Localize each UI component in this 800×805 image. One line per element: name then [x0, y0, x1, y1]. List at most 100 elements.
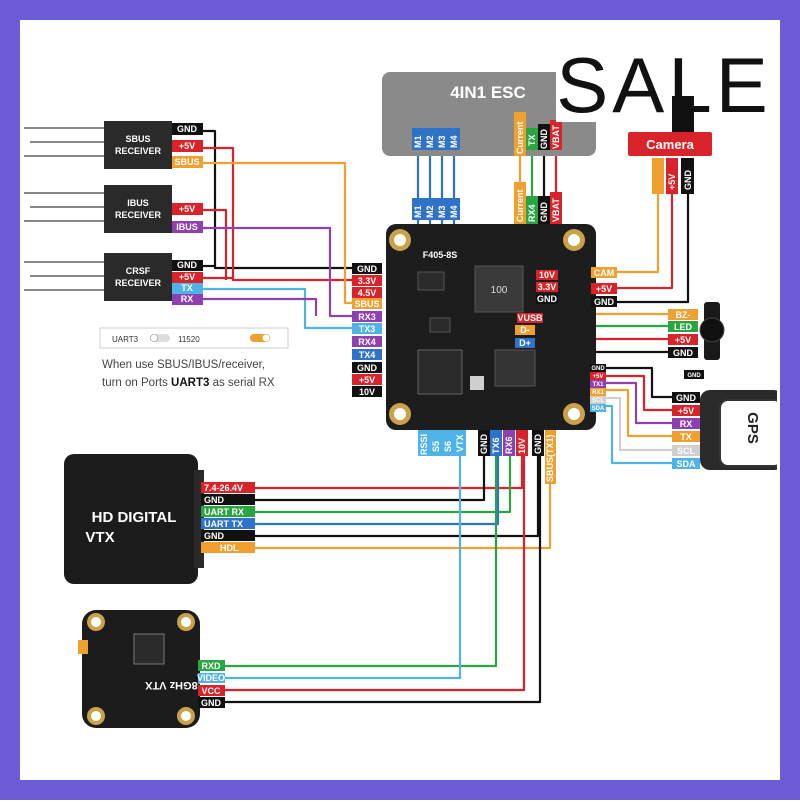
fc-left-4v5-tag — [352, 287, 382, 298]
camera-title: Camera — [646, 137, 694, 152]
fc-left-tx3: TX3 — [359, 324, 376, 334]
fc-dplus-tag — [515, 338, 535, 348]
buzzer-pin-gnd: GND — [673, 348, 694, 358]
uart-note-line2-bold: UART3 — [171, 377, 209, 389]
esc-bot-m3: M3 — [437, 205, 447, 218]
sbus-pin-gnd-tag — [172, 123, 203, 135]
wire-hd-hdl — [255, 455, 552, 550]
fc-left-gnd-tag — [352, 263, 382, 274]
fc-small-tx1: TX1 — [592, 382, 604, 388]
esc-top-m3-tag — [436, 128, 448, 150]
camera-module: Camera +5V GND — [628, 96, 712, 194]
camera-pin-gnd: GND — [683, 170, 693, 191]
esc-bot-m3-tag — [436, 198, 448, 220]
vtx58-antenna-pad — [78, 640, 88, 654]
wire-58-gnd — [225, 455, 542, 704]
fc-right-gnd: GND — [594, 297, 615, 307]
fc-inductor-label: 100 — [491, 285, 508, 296]
fc-left-10v-tag — [352, 386, 382, 397]
wire-gps-scl — [606, 396, 672, 452]
camera-lens — [672, 96, 694, 132]
uart-note-box — [99, 327, 289, 349]
esc-bot-current: Current — [515, 189, 525, 222]
crsf-pin-gnd-tag — [172, 260, 203, 271]
fc-left-tx4-tag — [352, 349, 382, 360]
fc-right-cam: CAM — [594, 268, 615, 278]
crsf-pin-rx-tag — [172, 294, 203, 305]
buzzer-pin-bz-tag — [668, 309, 698, 320]
uart-note-line2-pre: turn on Ports — [102, 377, 171, 389]
fc-bot-sbus-tx1: SBUS(TX1) — [545, 434, 555, 482]
gps-module: GPS GND +5V RX TX SCL SDA — [672, 390, 784, 470]
uart-note-line1: When use SBUS/IBUS/receiver, — [102, 359, 265, 371]
hd-pin-uart-rx: UART RX — [204, 507, 244, 517]
wire-gps-5v — [606, 374, 672, 412]
vtx58-model: 5.8GHz VTX — [144, 679, 206, 691]
fc-chip2 — [429, 317, 451, 333]
wire-58-rxd — [225, 455, 498, 668]
wire-crsf-tx — [203, 287, 352, 330]
gnd-small-tag — [684, 370, 704, 379]
vtx58-pin-vcc-tag — [198, 685, 225, 696]
wire-gps-tx — [606, 388, 672, 438]
wire-cam-signal — [616, 162, 660, 274]
ibus-receiver-name2: RECEIVER — [115, 210, 162, 220]
crsf-pin-gnd: GND — [177, 260, 198, 270]
esc-top-m4-tag — [448, 128, 460, 150]
vtx58-pin-video: VIDEO — [197, 673, 225, 683]
esc-bot-vbat-tag — [550, 192, 562, 224]
fc-left-rx4-tag — [352, 336, 382, 347]
sbus-receiver: SBUS RECEIVER GND +5V SBUS — [24, 121, 203, 169]
fc-left-gnd2-tag — [352, 362, 382, 373]
hd-pin-gnd2-tag — [201, 530, 255, 541]
wire-58-vcc — [225, 455, 526, 692]
esc-top-gnd-tag — [538, 124, 550, 150]
gps-pin-gnd-tag — [672, 392, 700, 403]
fc-right-3v3-tag — [536, 282, 558, 292]
sbus-receiver-name2: RECEIVER — [115, 146, 162, 156]
crsf-pin-tx-tag — [172, 283, 203, 294]
wire-crsf-rx — [203, 297, 318, 316]
sale-text: SALE — [556, 41, 771, 129]
sbus-receiver-name1: SBUS — [125, 134, 150, 144]
esc-bot-m4: M4 — [449, 205, 459, 218]
fc-small-gnd: GND — [591, 366, 605, 372]
hd-pin-power: 7.4-26.4V — [204, 483, 243, 493]
fc-small-sda: SDA — [592, 406, 605, 412]
camera-5v-tag — [666, 158, 678, 194]
fc-small-scl: SCL — [592, 398, 604, 404]
gps-pin-tx-tag — [672, 431, 700, 442]
fc-right-gnd-extra: GND — [537, 294, 558, 304]
hd-vtx-heatsink — [194, 470, 204, 568]
gps-pin-5v: +5V — [678, 406, 694, 416]
esc-top-gnd: GND — [539, 129, 549, 150]
fc-dminus: D- — [520, 325, 530, 335]
gps-pin-tx: TX — [680, 432, 692, 442]
fc-left-labels: GND 3.3V 4.5V SBUS RX3 TX3 RX4 TX4 GND +… — [352, 263, 382, 397]
esc-bot-gnd: GND — [539, 202, 549, 223]
fc-bot-s6: S6 — [443, 441, 453, 452]
ibus-pin-5v: +5V — [179, 204, 195, 214]
wire-gps-sda — [606, 404, 672, 465]
ibus-antennas — [24, 192, 104, 222]
buzzer-pin-5v: +5V — [675, 335, 691, 345]
fc-usb — [470, 376, 484, 390]
fc-right-10v: 10V — [539, 270, 555, 280]
wire-hd-uart-tx — [255, 455, 500, 526]
fc-left-rx3: RX3 — [358, 312, 376, 322]
fc-right-gnd-extra-tag — [536, 294, 558, 304]
sbus-pin-5v: +5V — [179, 141, 195, 151]
gps-pin-sda-tag — [672, 458, 700, 469]
uart-note-line2-post: as serial RX — [209, 377, 275, 389]
wire-ibus-signal — [203, 226, 352, 318]
esc-top-current-tag — [514, 112, 526, 156]
gps-pin-rx: RX — [680, 419, 693, 429]
fc-left-tx3-tag — [352, 323, 382, 334]
uart-toggle-off-knob — [150, 334, 158, 342]
esc-bot-m1: M1 — [413, 205, 423, 218]
sbus-pin-gnd: GND — [177, 124, 198, 134]
wire-58-video — [225, 455, 462, 680]
esc-top-m2-tag — [424, 128, 436, 150]
wire-hd-gnd — [255, 455, 486, 502]
